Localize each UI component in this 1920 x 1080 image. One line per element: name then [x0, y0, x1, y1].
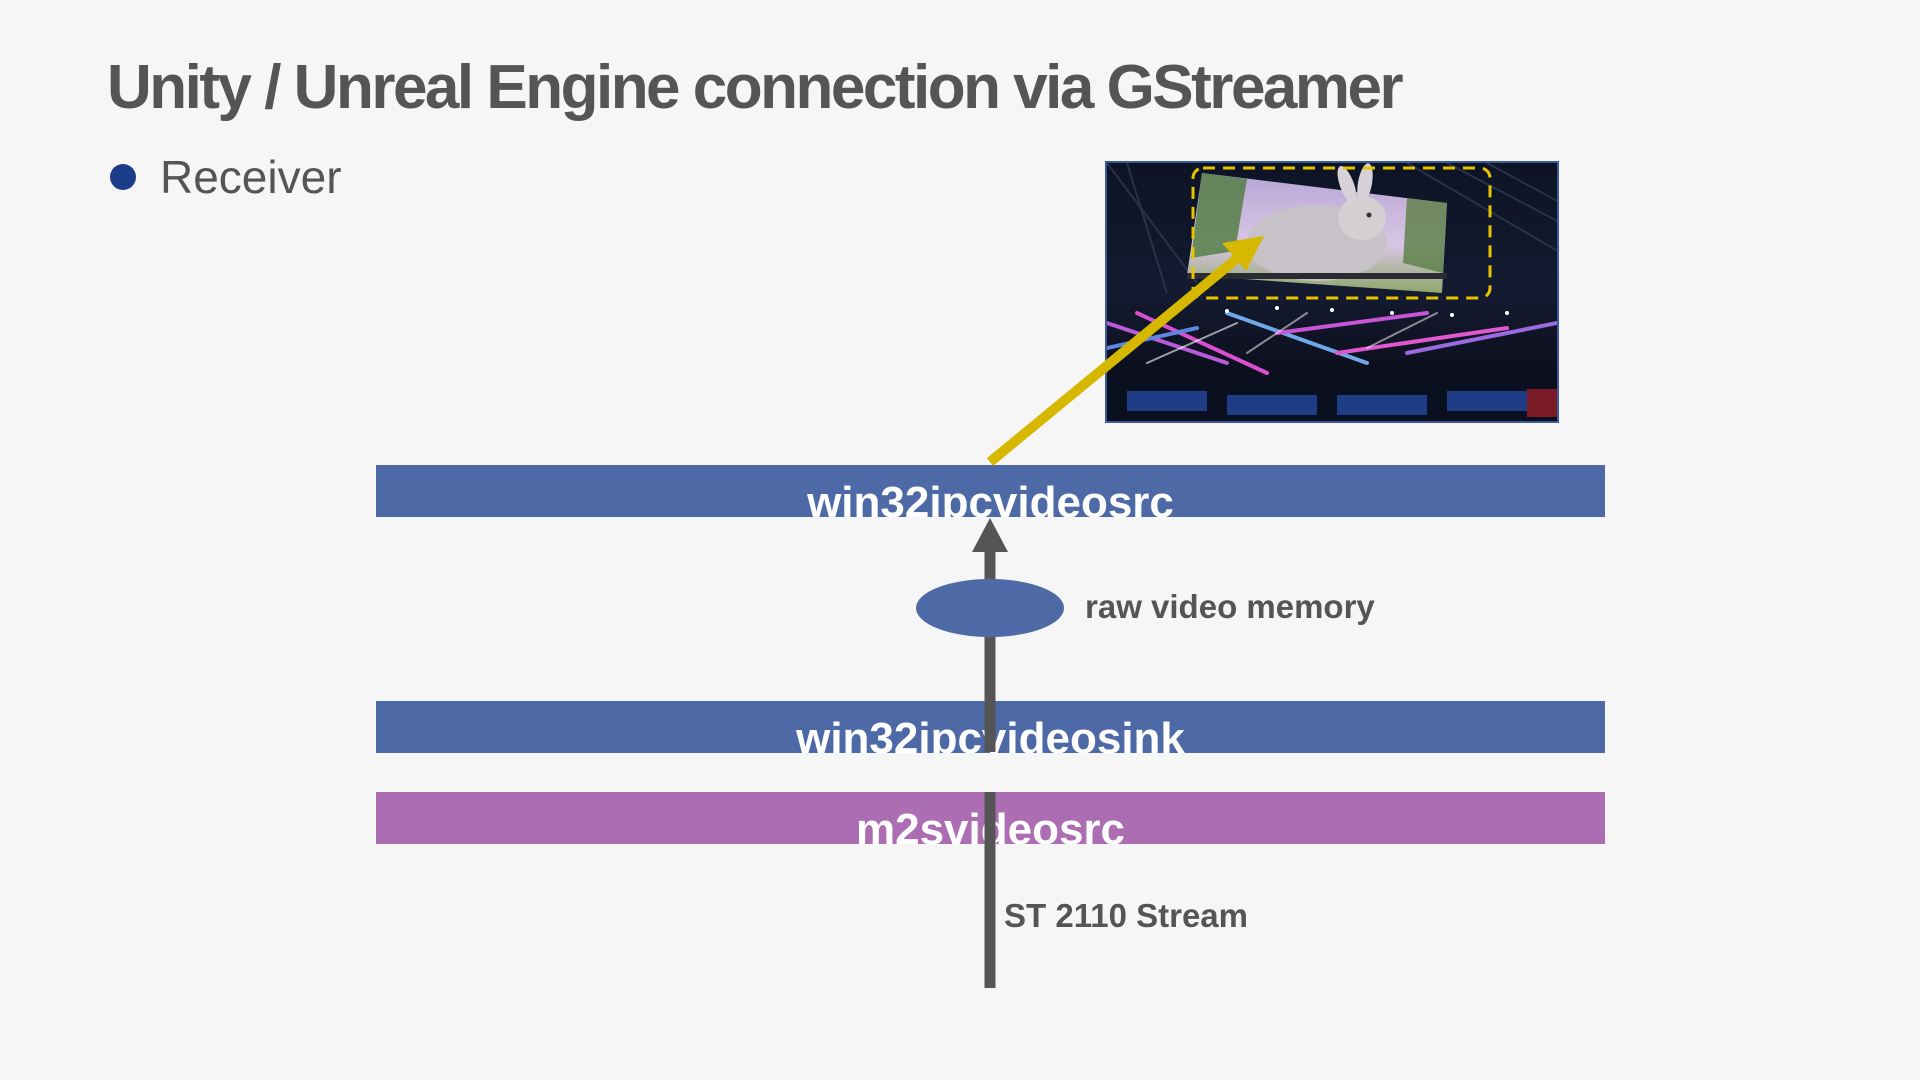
- win32ipcvideosrc-label: win32ipcvideosrc: [807, 478, 1174, 518]
- m2svideosrc-block: m2svideosrc: [376, 792, 1605, 844]
- m2svideosrc-label: m2svideosrc: [855, 805, 1126, 845]
- bullet-text: Receiver: [160, 151, 342, 203]
- up-arrow-head-icon: [972, 518, 1008, 552]
- bullet-dot-icon: [110, 164, 136, 190]
- virtual-stage-image: [1105, 161, 1559, 423]
- win32ipcvideosink-block: win32ipcvideosink: [376, 701, 1605, 753]
- slide-title: Unity / Unreal Engine connection via GSt…: [107, 53, 1404, 122]
- st2110-stream-label: ST 2110 Stream: [1004, 897, 1248, 934]
- win32ipcvideosink-label: win32ipcvideosink: [796, 714, 1185, 754]
- bullet-item: Receiver: [110, 150, 342, 204]
- raw-video-memory-label: raw video memory: [1085, 588, 1375, 625]
- memory-ellipse: [916, 579, 1064, 637]
- win32ipcvideosrc-block: win32ipcvideosrc: [376, 465, 1605, 517]
